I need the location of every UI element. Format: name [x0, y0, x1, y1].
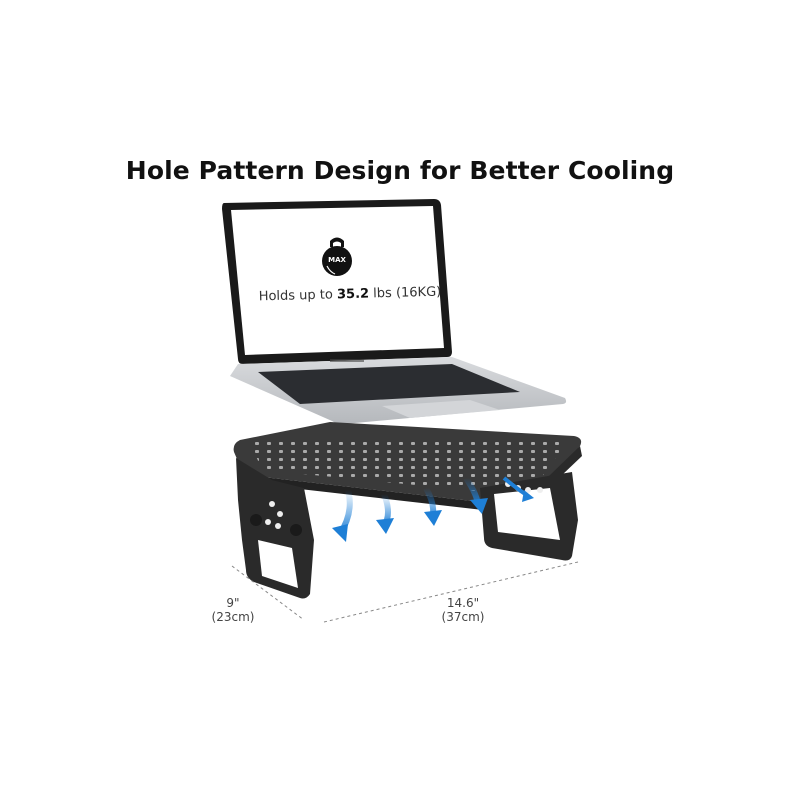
depth-inches: 9": [226, 596, 240, 610]
width-cm: (37cm): [441, 610, 485, 624]
width-inches: 14.6": [446, 596, 480, 610]
airflow-arrows: [332, 476, 534, 542]
dimension-lines: [231, 561, 579, 623]
kettlebell-max-icon: [322, 237, 352, 276]
capacity-prefix: Holds up to: [258, 287, 338, 305]
laptop-stand: [233, 422, 582, 599]
max-badge-label: MAX: [328, 256, 346, 264]
headline: Hole Pattern Design for Better Cooling: [125, 156, 675, 185]
laptop-base: [230, 357, 567, 424]
depth-cm: (23cm): [211, 610, 255, 624]
width-dimension: 14.6" (37cm): [428, 596, 498, 624]
capacity-value: 35.2: [336, 286, 370, 303]
depth-dimension: 9" (23cm): [208, 596, 258, 624]
capacity-suffix: lbs (16KG): [368, 284, 442, 302]
laptop-screen: [222, 199, 452, 364]
